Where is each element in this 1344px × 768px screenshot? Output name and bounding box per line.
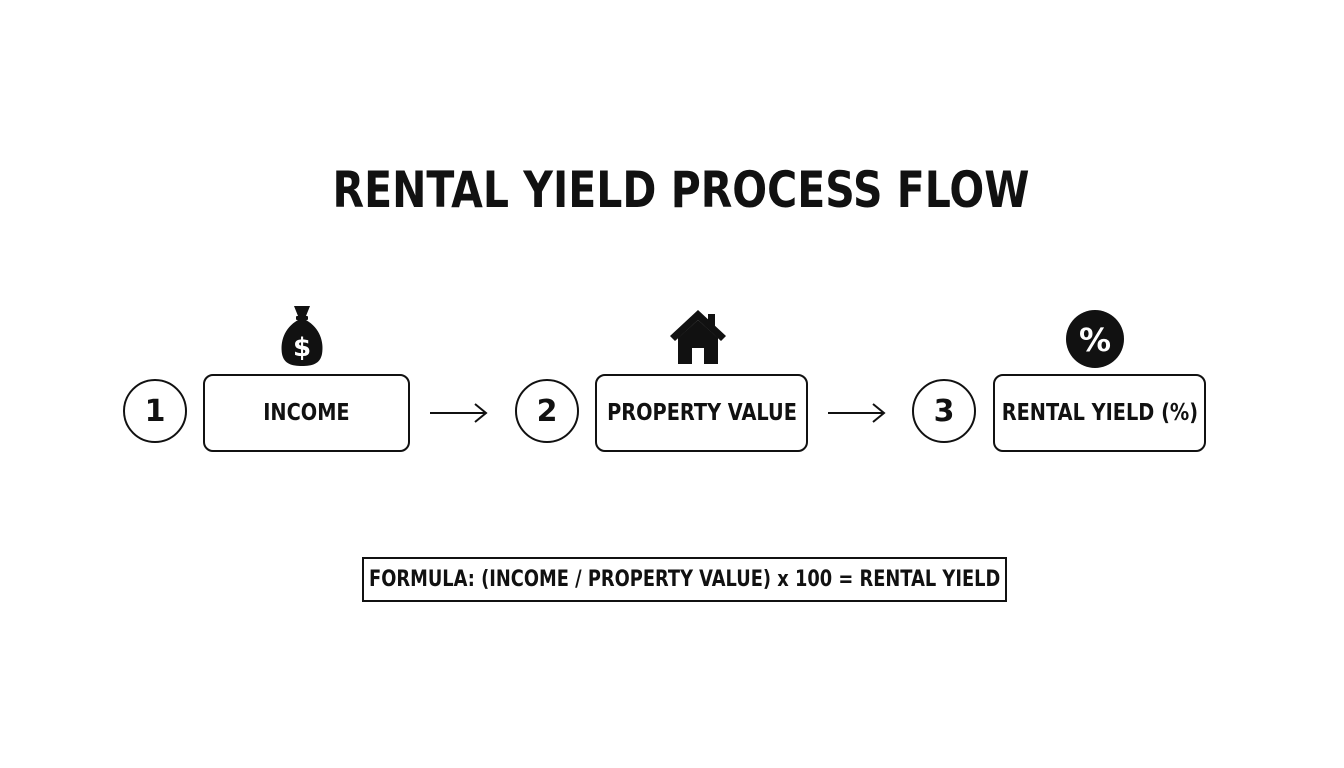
arrow-right-icon [430, 403, 488, 423]
step-label-property-value: PROPERTY VALUE [606, 400, 797, 426]
step-box-property-value: PROPERTY VALUE [595, 374, 808, 452]
money-bag-icon: $ [281, 306, 323, 366]
step-box-rental-yield: RENTAL YIELD (%) [993, 374, 1206, 452]
svg-text:%: % [1079, 321, 1111, 359]
arrow-right-icon [828, 403, 886, 423]
formula-text: FORMULA: (INCOME / PROPERTY VALUE) x 100… [368, 567, 1001, 592]
formula-box: FORMULA: (INCOME / PROPERTY VALUE) x 100… [362, 557, 1007, 602]
diagram-title: RENTAL YIELD PROCESS FLOW [332, 161, 1030, 219]
step-label-rental-yield: RENTAL YIELD (%) [1001, 400, 1198, 426]
step-number-3: 3 [912, 379, 976, 443]
step-label-income: INCOME [263, 400, 350, 426]
house-icon [670, 310, 726, 364]
svg-text:$: $ [293, 333, 311, 363]
step-number-2: 2 [515, 379, 579, 443]
step-number-1: 1 [123, 379, 187, 443]
step-box-income: INCOME [203, 374, 410, 452]
percent-icon: % [1066, 310, 1124, 368]
